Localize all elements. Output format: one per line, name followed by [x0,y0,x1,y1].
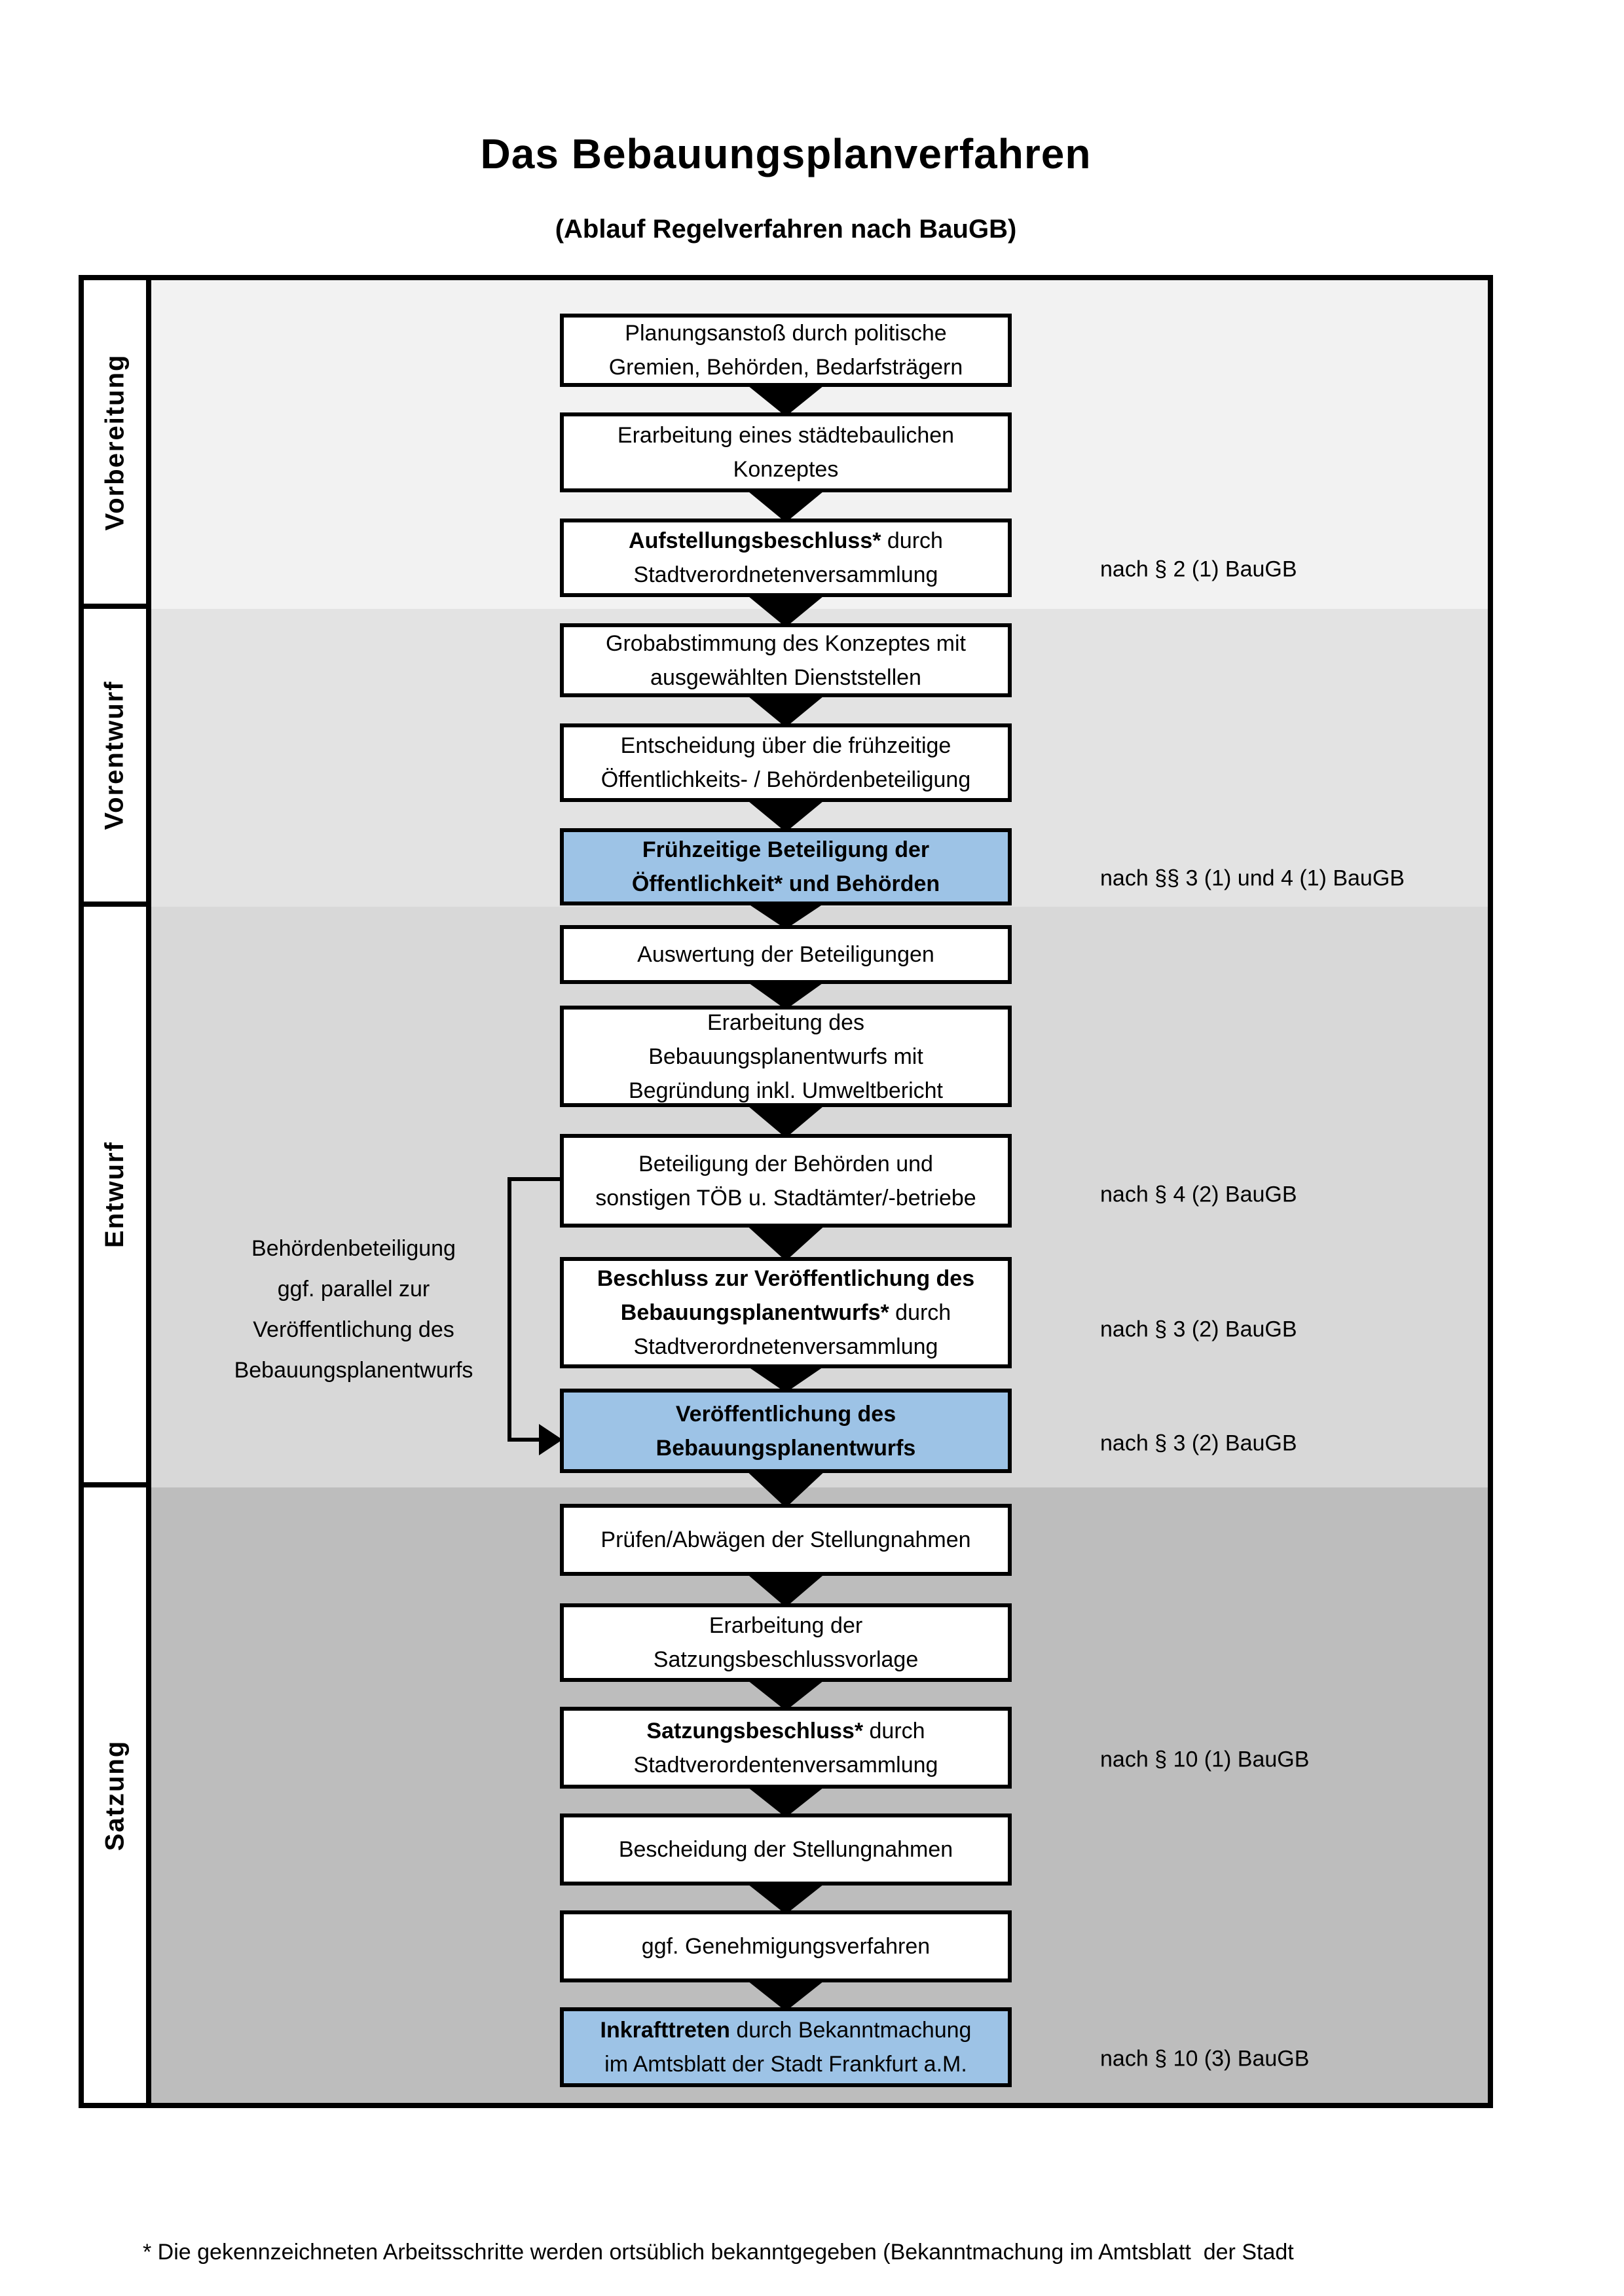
page-title: Das Bebauungsplanverfahren [480,130,1092,177]
side-annotation-line: Veröffentlichung des [253,1317,454,1342]
flow-box-line: Aufstellungsbeschluss* durch [629,528,943,553]
flow-arrow-down-icon [745,1978,827,2011]
footnote: * Die gekennzeichneten Arbeitsschritte w… [143,2160,1538,2296]
law-reference: nach § 2 (1) BauGB [1100,556,1297,582]
flow-box-line: Inkrafttreten durch Bekanntmachung [600,2018,972,2043]
flow-arrow-down-icon [745,902,827,929]
bracket-line-vertical [507,1177,511,1442]
phase-label: Vorentwurf [100,680,129,830]
flow-arrow-down-icon [745,1103,827,1138]
flow-box-line: Entscheidung über die frühzeitige [620,733,951,758]
flow-box-line: Planungsanstoß durch politische [625,321,947,346]
flow-box-line: Satzungsbeschluss* durch [646,1718,925,1743]
flow-box-line: Öffentlichkeit* und Behörden [631,871,940,896]
flow-box-line: Prüfen/Abwägen der Stellungnahmen [600,1527,971,1552]
phase-label-cell-4: Satzung [84,1487,151,2103]
flow-arrow-down-icon [745,693,827,727]
side-annotation-line: ggf. parallel zur [277,1277,430,1302]
flow-box-line: Satzungsbeschlussvorlage [653,1647,919,1672]
flow-arrow-down-icon [745,980,827,1010]
flow-box-line: Begründung inkl. Umweltbericht [628,1078,944,1103]
flow-box-line: Bebauungsplanentwurfs mit [648,1044,923,1069]
flow-box-line: sonstigen TÖB u. Stadtämter/-betriebe [595,1185,976,1211]
step-auswertung-beteiligungen: Auswertung der Beteiligungen [560,925,1012,984]
phase-label: Satzung [100,1740,130,1851]
flow-box-line: Bebauungsplanentwurfs* durch [620,1300,951,1325]
flow-box-line: Frühzeitige Beteiligung der [642,837,930,862]
footnote-line: * Die gekennzeichneten Arbeitsschritte w… [143,2240,1294,2265]
law-reference: nach § 10 (1) BauGB [1100,1747,1310,1772]
bracket-arrow-right-icon [539,1424,563,1455]
flow-box-line: Erarbeitung der [709,1613,863,1638]
law-reference: nach § 3 (2) BauGB [1100,1317,1297,1342]
flow-box-line: Stadtverordnetenversammlung [633,562,938,587]
flow-box-line: Stadtverordentenversammlung [633,1752,938,1777]
side-annotation-line: Bebauungsplanentwurfs [234,1358,473,1383]
phase-label: Entwurf [100,1141,129,1248]
flow-box-line: Veröffentlichung des [675,1401,896,1427]
flow-box-line: ggf. Genehmigungsverfahren [641,1934,931,1959]
bracket-line-top [507,1177,564,1181]
step-pruefen-abwaegen: Prüfen/Abwägen der Stellungnahmen [560,1504,1012,1576]
flow-box-line: Bebauungsplanentwurfs [655,1435,916,1461]
diagram-frame [79,275,1493,2108]
step-behoerdenbeteiligung: Beteiligung der Behörden und sonstigen TÖ… [560,1134,1012,1228]
side-annotation-line: Behördenbeteiligung [251,1236,456,1261]
flow-box-line: Auswertung der Beteiligungen [637,942,934,967]
law-reference: nach § 4 (2) BauGB [1100,1182,1297,1207]
phase-label: Vorbereitung [100,354,129,530]
flow-arrow-down-icon [745,1785,827,1817]
flow-box-line: Beteiligung der Behörden und [638,1151,933,1176]
flow-box-line: Öffentlichkeits- / Behördenbeteiligung [600,767,971,792]
flow-box-line: Bescheidung der Stellungnahmen [618,1837,953,1862]
flow-arrow-down-icon [745,1364,827,1393]
flow-arrow-down-icon [745,798,827,832]
phase-label-cell-2: Vorentwurf [84,609,151,907]
phase-label-cell-3: Entwurf [84,907,151,1487]
phase-label-cell-1: Vorbereitung [84,280,151,609]
law-reference: nach § 10 (3) BauGB [1100,2046,1310,2071]
flow-box-line: Grobabstimmung des Konzeptes mit [606,630,966,656]
flow-arrow-down-icon [745,1469,827,1508]
flow-arrow-down-icon [745,488,827,522]
law-reference: nach §§ 3 (1) und 4 (1) BauGB [1100,866,1405,891]
flow-arrow-down-icon [745,1224,827,1261]
flow-arrow-down-icon [745,383,827,416]
step-genehmigungsverfahren: ggf. Genehmigungsverfahren [560,1910,1012,1982]
flow-box-line: Erarbeitung des [707,1010,865,1035]
flow-box-line: Beschluss zur Veröffentlichung des [597,1266,975,1291]
flow-arrow-down-icon [745,1572,827,1607]
flow-box-line: im Amtsblatt der Stadt Frankfurt a.M. [604,2052,967,2077]
flow-box-line: Stadtverordnetenversammlung [633,1334,938,1359]
step-inkrafttreten: Inkrafttreten durch Bekanntmachung im Amt… [560,2007,1012,2087]
bracket-line-bottom [507,1438,542,1442]
step-grobabstimmung: Grobabstimmung des Konzeptes mit ausgewäh… [560,623,1012,697]
flow-arrow-down-icon [745,1678,827,1711]
step-bescheidung: Bescheidung der Stellungnahmen [560,1813,1012,1886]
flow-box-line: Konzeptes [733,457,839,482]
flow-arrow-down-icon [745,1882,827,1914]
page-subtitle: (Ablauf Regelverfahren nach BauGB) [555,215,1017,244]
flow-box-line: Erarbeitung eines städtebaulichen [617,423,955,448]
flow-box-line: Gremien, Behörden, Bedarfsträgern [608,355,963,380]
law-reference: nach § 3 (2) BauGB [1100,1430,1297,1456]
flow-arrow-down-icon [745,593,827,627]
flow-box-line: ausgewählten Dienststellen [650,665,921,690]
